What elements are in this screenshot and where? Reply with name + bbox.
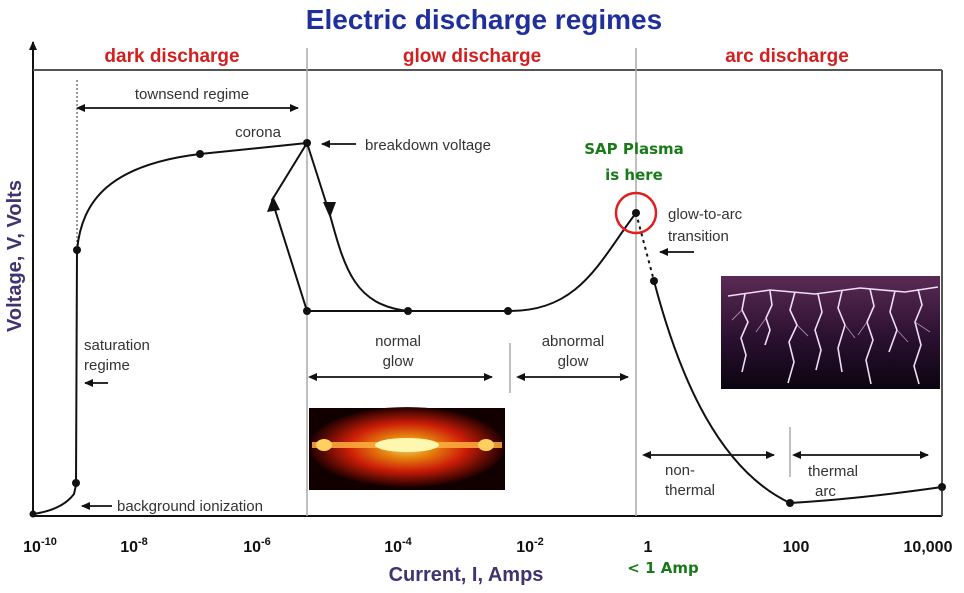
lightning-photo [721,276,940,389]
region-arc-discharge: arc discharge [725,46,849,67]
point-arc-start [650,277,658,285]
x-axis-label: Current, I, Amps [389,564,544,586]
point-breakdown [303,139,311,147]
nonthermal-label-line1: non- [665,462,695,479]
sap-plasma-label-line2: is here [605,166,663,184]
thermal-arc-label-line1: thermal [808,463,858,480]
saturation-label-line1: saturation [84,337,150,354]
curve-transition-dotted [635,212,655,282]
x-tick-label: 10-6 [243,536,271,556]
abnormal-glow-label-line2: glow [558,353,589,370]
curve-glow-down-segment [306,142,637,313]
breakdown-label: breakdown voltage [365,137,491,154]
point-glow-to-arc [632,209,640,217]
curve-points [29,139,946,518]
normal-glow-label-line1: normal [375,333,421,350]
curve-arc-segment [653,280,943,505]
point-corona [196,150,204,158]
point-arc-min [786,499,794,507]
diagram-title: Electric discharge regimes [306,4,662,35]
x-tick-labels: 10-10 10-8 10-6 10-4 10-2 1 100 10,000 [23,536,952,556]
point-origin [29,510,37,518]
x-tick-label: 10-4 [384,536,412,556]
curve-arrow-up [267,196,280,212]
normal-glow-label-line2: glow [383,353,414,370]
abnormal-glow-label-line1: abnormal [542,333,605,350]
x-tick-label: 10-2 [516,536,544,556]
glow-discharge-photo [309,407,505,490]
x-tick-label: 100 [783,539,810,556]
x-tick-label: 1 [644,539,653,556]
point-background-ionization [72,479,80,487]
curve-arrow-down [323,202,336,218]
x-tick-label: 10,000 [904,539,953,556]
region-glow-discharge: glow discharge [403,46,541,67]
townsend-label: townsend regime [135,86,249,103]
point-arc-end [938,483,946,491]
saturation-label-line2: regime [84,357,130,374]
x-tick-label: 10-8 [120,536,148,556]
one-amp-label: < 1 Amp [627,559,699,577]
y-axis-label: Voltage, V, Volts [4,180,26,332]
sap-plasma-circle [614,191,658,235]
point-abnormal-glow [504,307,512,315]
region-dark-discharge: dark discharge [104,46,239,67]
point-glow-start [303,307,311,315]
x-tick-label: 10-10 [23,536,57,556]
point-saturation [73,246,81,254]
curve-dark-segment [32,142,308,515]
background-label: background ionization [117,498,263,515]
curve-hysteresis-segment [270,142,308,312]
glow-arc-label-line1: glow-to-arc [668,206,743,223]
glow-arc-label-line2: transition [668,228,729,245]
point-normal-glow [404,307,412,315]
corona-label: corona [235,124,282,141]
thermal-arc-label-line2: arc [815,483,836,500]
nonthermal-label-line2: thermal [665,482,715,499]
sap-plasma-label-line1: SAP Plasma [584,140,684,158]
